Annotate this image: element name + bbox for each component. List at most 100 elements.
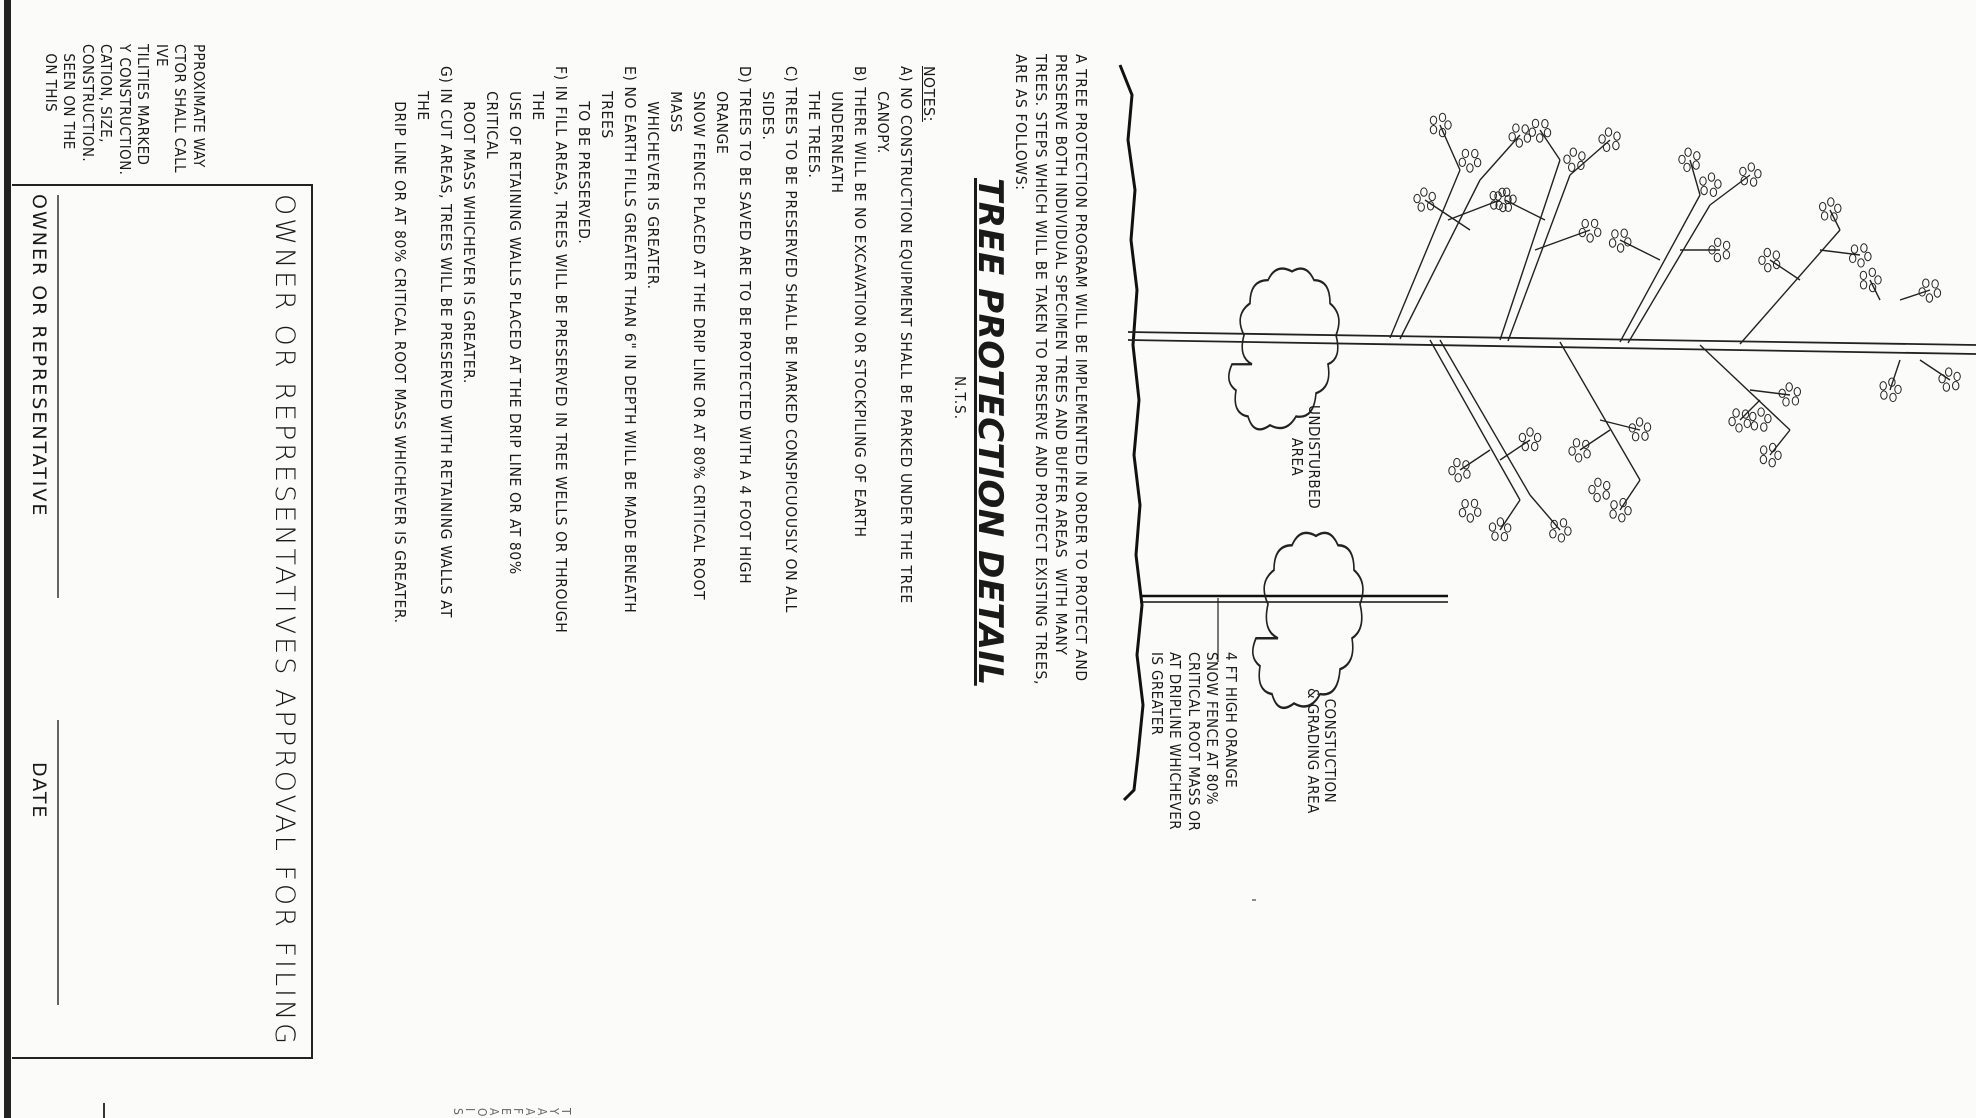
- construction-cloud: [1252, 531, 1364, 710]
- leaf: [1461, 499, 1469, 509]
- note-line: SIDES.: [759, 66, 777, 141]
- leaf: [1448, 466, 1456, 476]
- note-line: CRITICAL: [483, 66, 501, 160]
- leaf: [1531, 118, 1540, 129]
- leaf: [1608, 238, 1617, 248]
- construction-label-line: & GRADING AREA: [1304, 688, 1322, 814]
- leaf: [1708, 245, 1716, 255]
- intro-line: PRESERVE BOTH INDIVIDUAL SPECIMEN TREES …: [1052, 54, 1070, 656]
- leaf: [1550, 519, 1558, 530]
- leaf: [1420, 187, 1428, 197]
- undisturbed-label-line: UNDISTURBED: [1305, 405, 1323, 510]
- leaf: [1938, 374, 1946, 384]
- leaf: [1758, 255, 1766, 265]
- leaf: [1500, 532, 1509, 542]
- leaf: [1631, 432, 1640, 442]
- note-line: SNOW FENCE PLACED AT THE DRIP LINE OR AT…: [690, 66, 708, 601]
- leaf: [1739, 166, 1747, 177]
- leaf: [1521, 124, 1529, 134]
- approval-title: OWNER OR REPRESENTATIVES APPROVAL FOR FI…: [269, 194, 300, 1048]
- leaf: [1413, 193, 1421, 204]
- note-line: WHICHEVER IS GREATER.: [644, 66, 662, 290]
- fragment-char: T: [559, 1108, 573, 1115]
- leaf: [1578, 227, 1587, 238]
- leaf: [1504, 523, 1512, 533]
- note-line: ROOT MASS WHICHEVER IS GREATER.: [460, 66, 478, 384]
- leaf: [1494, 191, 1502, 201]
- leaf: [1543, 128, 1552, 138]
- leaf: [1466, 513, 1475, 523]
- fragment-char: A: [487, 1108, 501, 1116]
- leaf: [1778, 388, 1786, 398]
- leaf: [1922, 278, 1930, 288]
- leaf: [1578, 151, 1586, 161]
- leaf: [1598, 134, 1606, 144]
- tree-trunk: [1127, 331, 1976, 346]
- leaf: [1619, 497, 1627, 508]
- leaf: [1593, 492, 1601, 503]
- leaf: [1620, 228, 1628, 238]
- note-line: D) TREES TO BE SAVED ARE TO BE PROTECTED…: [736, 66, 754, 585]
- intro-paragraph: A TREE PROTECTION PROGRAM WILL BE IMPLEM…: [1011, 54, 1091, 685]
- leaf: [1741, 409, 1750, 419]
- intro-line: A TREE PROTECTION PROGRAM WILL BE IMPLEM…: [1072, 54, 1090, 682]
- construction-label: CONSTUCTION & GRADING AREA: [1304, 688, 1339, 814]
- leaf: [1624, 506, 1632, 516]
- leaf: [1489, 190, 1498, 201]
- leaf: [1594, 227, 1602, 238]
- note-line: THE: [529, 66, 547, 121]
- leaf: [1508, 132, 1516, 142]
- bottom-right-fragment: T Y A A F E A O I S: [451, 1108, 573, 1117]
- tree-canopy: [1389, 124, 1951, 531]
- leaf: [1541, 119, 1549, 129]
- leaf: [1602, 142, 1611, 153]
- leaf: [1583, 449, 1591, 459]
- leaf: [1609, 509, 1617, 519]
- leaf: [1953, 371, 1961, 382]
- fragment-char: E: [499, 1108, 513, 1116]
- leaf: [1772, 259, 1781, 270]
- scale-note: N.T.S.: [951, 376, 969, 420]
- left-edge-fragment: PPROXIMATE WAY CTOR SHALL CALL IVE TILIT…: [42, 44, 208, 175]
- leaf: [1471, 148, 1479, 159]
- leaf: [1918, 287, 1926, 297]
- leaf: [1526, 427, 1534, 437]
- leaf: [1857, 258, 1865, 268]
- leaf: [1942, 382, 1951, 392]
- leaf: [1594, 477, 1602, 487]
- note-line: THE TREES.: [805, 66, 823, 179]
- callout-line: SNOW FENCE AT 80%: [1203, 652, 1222, 805]
- leaf: [1830, 212, 1838, 222]
- fragment-line: SEEN ON THE: [60, 44, 79, 150]
- leaf: [1564, 526, 1572, 536]
- leaf: [1581, 218, 1589, 229]
- leaf: [1768, 458, 1776, 468]
- approval-block-frame: [12, 184, 313, 1059]
- leaf: [1757, 407, 1765, 417]
- tree-leaves: [1413, 112, 1961, 543]
- date-label: DATE: [28, 762, 50, 820]
- leaf: [1429, 125, 1438, 135]
- leaf: [1774, 450, 1782, 460]
- leaf: [1463, 469, 1471, 479]
- leaf: [1707, 172, 1716, 182]
- undisturbed-label: UNDISTURBED AREA: [1288, 405, 1323, 510]
- leaf: [1678, 154, 1686, 165]
- leaf: [1557, 533, 1566, 543]
- note-line: DRIP LINE OR AT 80% CRITICAL ROOT MASS W…: [391, 66, 409, 624]
- leaf: [1438, 112, 1447, 123]
- leaf: [1769, 442, 1777, 453]
- leaf: [1618, 513, 1626, 523]
- note-line: ORANGE: [713, 66, 731, 155]
- leaf: [1559, 518, 1568, 528]
- leaf: [1750, 421, 1759, 431]
- leaf: [1458, 157, 1467, 168]
- leaf: [1569, 147, 1578, 157]
- owner-label: OWNER OR REPRESENTATIVE: [28, 194, 50, 518]
- leaf: [1879, 381, 1887, 391]
- leaf: [1582, 439, 1590, 450]
- leaf: [1496, 517, 1505, 527]
- intro-line: ARE AS FOLLOWS:: [1012, 54, 1030, 191]
- leaf: [1503, 187, 1511, 197]
